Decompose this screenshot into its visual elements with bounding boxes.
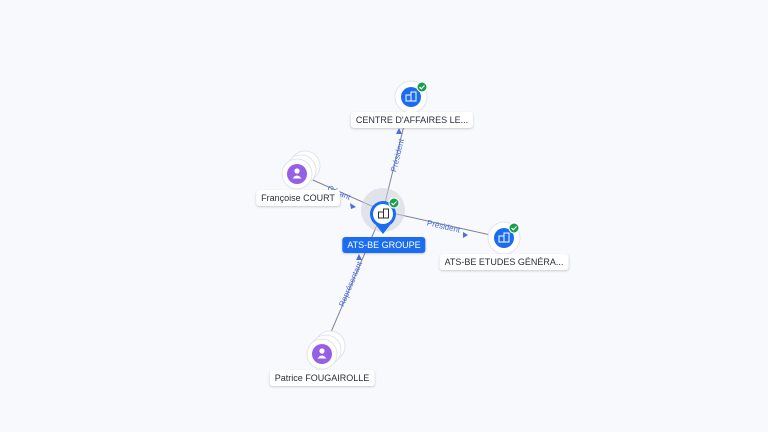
edge-bottom-center-arrow (356, 254, 362, 260)
node-label-top[interactable]: CENTRE D'AFFAIRES LE... (350, 112, 474, 128)
building-icon (405, 91, 417, 102)
verified-check-icon (416, 81, 428, 93)
building-icon (498, 232, 510, 243)
person-node-left[interactable] (281, 150, 321, 190)
node-label-right[interactable]: ATS-BE ETUDES GÉNÉRA... (439, 254, 569, 270)
edge-label-bottom-center: Représentant (337, 259, 364, 307)
person-icon (317, 348, 327, 359)
node-label-left[interactable]: Françoise COURT (256, 190, 340, 206)
building-icon (378, 208, 389, 219)
edge-left-center-arrow (350, 203, 356, 209)
edge-label-center-right: Président (426, 218, 462, 235)
edge-center-right-arrow (463, 232, 468, 238)
company-node-right[interactable] (487, 221, 521, 255)
person-node-bottom[interactable] (306, 330, 346, 370)
company-node-center[interactable] (361, 188, 405, 234)
node-label-center[interactable]: ATS-BE GROUPE (342, 237, 426, 253)
person-icon (292, 168, 302, 179)
company-node-top[interactable] (394, 80, 428, 114)
verified-check-icon (388, 197, 400, 209)
verified-check-icon (508, 222, 520, 234)
edge-center-top-arrow (396, 128, 402, 134)
edge-bottom-center (321, 210, 384, 354)
node-label-bottom[interactable]: Patrice FOUGAIROLLE (269, 370, 375, 386)
edge-label-center-top: Président (389, 137, 406, 173)
